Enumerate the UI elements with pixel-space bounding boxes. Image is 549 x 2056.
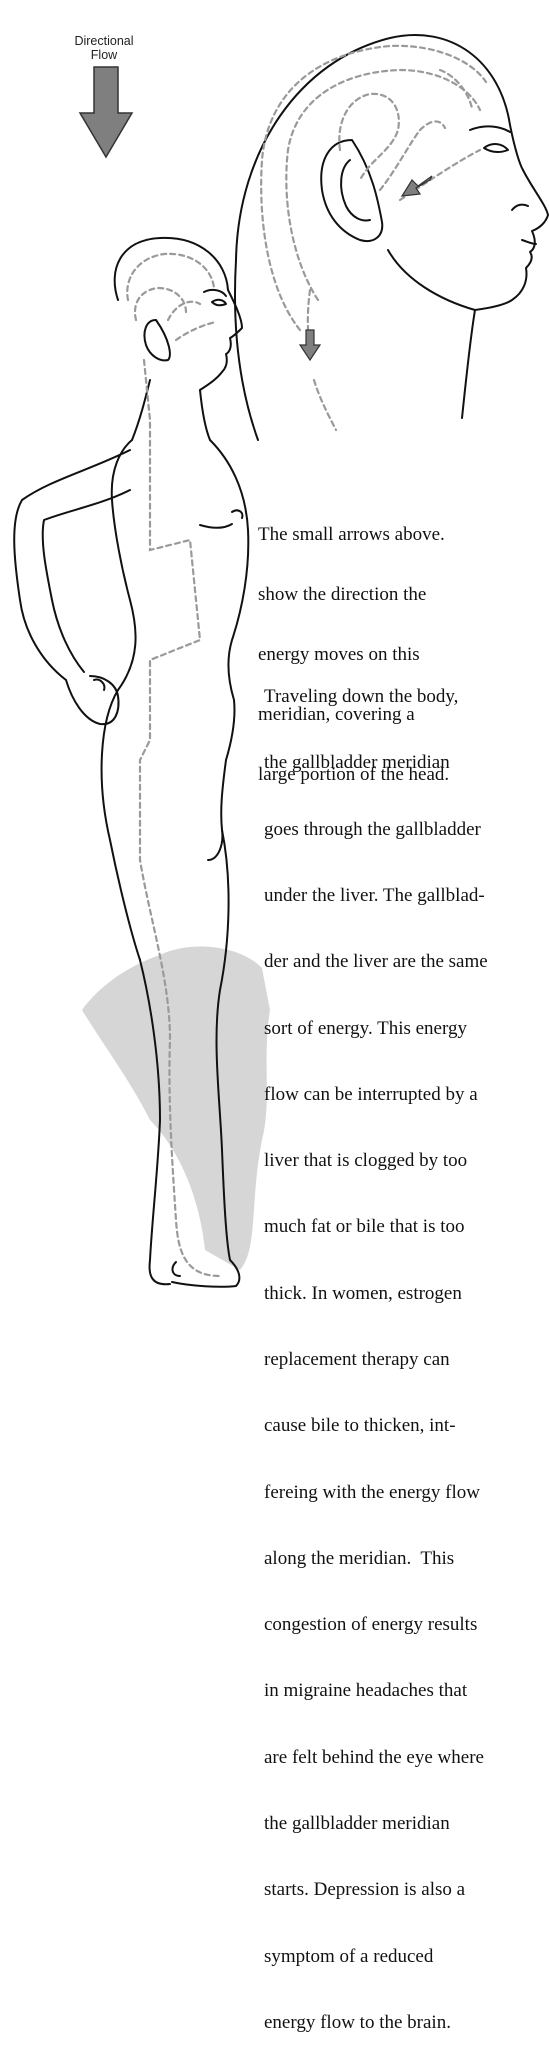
head-meridian-lines [261, 46, 486, 430]
body-line: goes through the gallbladder [264, 819, 549, 841]
body-line: the gallbladder meridian [264, 1813, 549, 1835]
face-flow-arrow-icon [402, 176, 432, 196]
body-line: thick. In women, estrogen [264, 1283, 549, 1305]
body-line: fereing with the energy flow [264, 1482, 549, 1504]
body-line: der and the liver are the same [264, 951, 549, 973]
body-line: starts. Depression is also a [264, 1879, 549, 1901]
neck-flow-arrow-icon [300, 330, 320, 360]
body-line: under the liver. The gallblad- [264, 885, 549, 907]
body-line: along the meridian. This [264, 1548, 549, 1570]
body-line: the gallbladder meridian [264, 752, 549, 774]
head-closeup [235, 35, 548, 440]
body-line: in migraine headaches that [264, 1680, 549, 1702]
shadow-blob [82, 946, 270, 1270]
directional-flow-arrow-icon [80, 67, 132, 157]
body-line: energy flow to the brain. [264, 2012, 549, 2034]
caption-line: show the direction the [258, 585, 549, 605]
body-line: flow can be interrupted by a [264, 1084, 549, 1106]
body-line: are felt behind the eye where [264, 1747, 549, 1769]
caption-line: The small arrows above. [258, 525, 549, 545]
body-line: Traveling down the body, [264, 686, 549, 708]
body-line: cause bile to thicken, int- [264, 1415, 549, 1437]
body-paragraph: Traveling down the body, the gallbladder… [264, 642, 549, 2056]
body-line: congestion of energy results [264, 1614, 549, 1636]
body-line: sort of energy. This energy [264, 1018, 549, 1040]
body-line: replacement therapy can [264, 1349, 549, 1371]
body-line: symptom of a reduced [264, 1946, 549, 1968]
body-line: liver that is clogged by too [264, 1150, 549, 1172]
body-line: much fat or bile that is too [264, 1216, 549, 1238]
